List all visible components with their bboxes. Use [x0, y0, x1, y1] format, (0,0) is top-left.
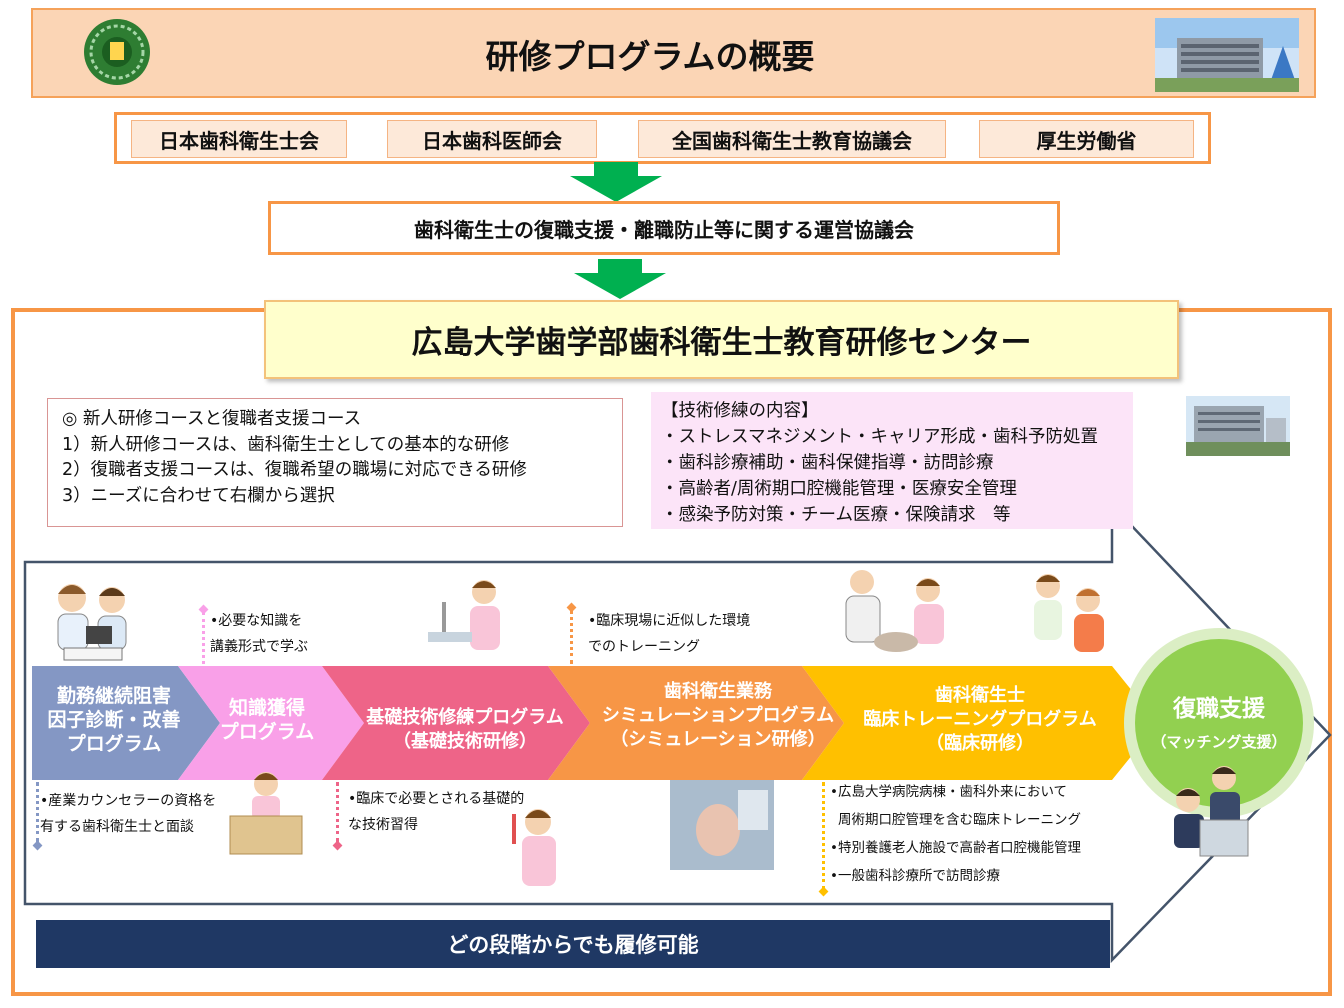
- chevron-3: [322, 666, 590, 780]
- program-diagnosis-label: 勤務継続阻害因子診断・改善プログラム: [47, 685, 181, 755]
- down-arrow-icon: [574, 259, 666, 299]
- course-line: 3）ニーズに合わせて右欄から選択: [62, 485, 335, 506]
- interview-illustration-icon: [229, 772, 303, 855]
- tech-item: ・ストレスマネジメント・キャリア形成・歯科予防処置: [661, 427, 1098, 447]
- tech-item: ・感染予防対策・チーム医療・保険請求 等: [661, 505, 1011, 525]
- org-education-council: 全国歯科衛生士教育協議会: [638, 120, 946, 158]
- counseling-illustration-icon: [57, 584, 127, 661]
- org-ministry: 厚生労働省: [979, 120, 1194, 158]
- footer-banner: どの段階からでも履修可能: [36, 920, 1110, 968]
- course-line: 1）新人研修コースは、歯科衛生士としての基本的な研修: [62, 434, 510, 455]
- matching-support-illustration-icon: [1174, 766, 1249, 857]
- program-clinical-label: 歯科衛生士臨床トレーニングプログラム（臨床研修）: [863, 685, 1097, 754]
- campus-building-photo-icon: [1155, 18, 1299, 92]
- note-connector: [202, 612, 205, 664]
- org-dental-hygienist-association: 日本歯科衛生士会: [131, 120, 347, 158]
- chevron-1: [32, 666, 220, 780]
- course-line: ◎ 新人研修コースと復職者支援コース: [62, 409, 362, 429]
- campus-building-photo-icon: [1186, 396, 1290, 456]
- handwashing-illustration-icon: [428, 580, 500, 650]
- goal-subtitle: （マッチング支援）: [1151, 733, 1287, 751]
- page-title: 研修プログラムの概要: [485, 37, 815, 76]
- tech-item: ・高齢者/周術期口腔機能管理・医療安全管理: [661, 479, 1017, 499]
- center-title: 広島大学歯学部歯科衛生士教育研修センター: [264, 300, 1179, 379]
- training-photo-icon: [670, 780, 774, 870]
- note-simulation: •臨床現場に近似した環境でのトレーニング: [588, 613, 751, 655]
- program-chevrons: [32, 666, 1158, 780]
- course-line: 2）復職者支援コースは、復職希望の職場に対応できる研修: [62, 460, 527, 480]
- council-box: 歯科衛生士の復職支援・離職防止等に関する運営協議会: [268, 201, 1060, 255]
- note-counseling: •産業カウンセラーの資格を有する歯科衛生士と面談: [40, 793, 217, 835]
- tech-item: ・歯科診療補助・歯科保健指導・訪問診療: [661, 453, 994, 473]
- note-knowledge: •必要な知識を講義形式で学ぶ: [210, 613, 308, 655]
- goal-title: 復職支援: [1173, 696, 1265, 722]
- chevron-5: [802, 666, 1158, 780]
- down-arrow-icon: [570, 162, 662, 202]
- chevron-4: [548, 666, 844, 780]
- hygienist-toothbrush-illustration-icon: [512, 809, 556, 886]
- header-banner: [31, 8, 1316, 98]
- note-clinical: •広島大学病院病棟・歯科外来において周術期口腔管理を含む臨床トレーニング •特別…: [830, 784, 1081, 884]
- note-connector: [570, 610, 573, 664]
- clinical-treatment-illustration-icon: [845, 570, 944, 652]
- note-connector: [822, 782, 825, 890]
- note-connector: [336, 782, 339, 842]
- org-dental-association: 日本歯科医師会: [387, 120, 597, 158]
- program-basic-label: 基礎技術修練プログラム（基礎技術研修）: [366, 707, 564, 752]
- note-connector: [36, 782, 39, 842]
- course-overview-box: ◎ 新人研修コースと復職者支援コース 1）新人研修コースは、歯科衛生士としての基…: [47, 398, 623, 527]
- patient-care-illustration-icon: [1034, 574, 1104, 652]
- note-basic-skill: •臨床で必要とされる基礎的な技術習得: [348, 791, 525, 833]
- program-simulation-label: 歯科衛生業務シミュレーションプログラム（シミュレーション研修）: [601, 681, 835, 750]
- program-knowledge-label: 知識獲得プログラム: [219, 697, 315, 743]
- technical-training-box: 【技術修練の内容】 ・ストレスマネジメント・キャリア形成・歯科予防処置 ・歯科診…: [651, 392, 1133, 529]
- tech-heading: 【技術修練の内容】: [661, 401, 819, 421]
- university-logo-icon: [84, 19, 150, 85]
- chevron-2: [178, 666, 364, 780]
